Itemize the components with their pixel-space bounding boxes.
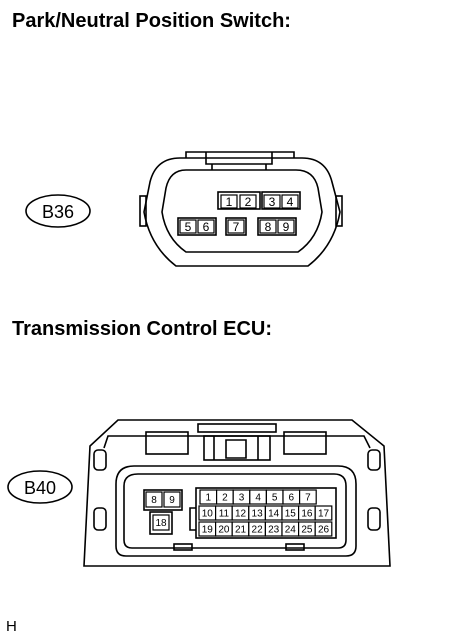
b40-pin-14: 14 [268, 509, 280, 520]
b40-pin-18: 18 [155, 518, 167, 529]
b40-pin-24: 24 [285, 525, 297, 536]
b40-pin-8-cell [145, 491, 163, 508]
b36-right-nub [335, 195, 343, 227]
b36-housing-outer [143, 157, 341, 267]
b40-pin-26-cell [314, 521, 333, 537]
b40-connector [7, 419, 391, 567]
b36-pin-2: 2 [245, 195, 252, 209]
b36-pin-5: 5 [185, 220, 192, 234]
b40-pin-12: 12 [235, 509, 247, 520]
b36-group-top [217, 191, 261, 210]
b36-group-botleft [177, 217, 217, 236]
b40-label: B40 [24, 478, 56, 498]
b40-pin-18-cell [152, 514, 170, 531]
b36-pin-4: 4 [287, 195, 294, 209]
figure-code: H [6, 618, 17, 635]
b36-pin-6: 6 [203, 220, 210, 234]
b36-pin-8: 8 [265, 220, 272, 234]
b40-pin-26: 26 [318, 525, 330, 536]
b40-tab-lock [197, 423, 277, 433]
b40-pin-17: 17 [318, 509, 330, 520]
b40-bottom-notch [173, 543, 193, 551]
b36-pin-3: 3 [269, 195, 276, 209]
b40-left-block [143, 489, 183, 511]
b36-pin-9: 9 [283, 220, 290, 234]
b36-pin-1-cell [220, 194, 238, 209]
b40-left-foot [93, 507, 107, 531]
b36-connector [25, 151, 343, 267]
b36-pin-7: 7 [233, 220, 240, 234]
b40-pin-7: 7 [305, 493, 311, 504]
b40-pin-7-cell [299, 489, 317, 505]
b40-pin-4: 4 [255, 493, 261, 504]
b40-pin-22: 22 [252, 525, 264, 536]
b40-cavity-inner [123, 473, 347, 549]
b36-pin-2-cell [239, 194, 257, 209]
b36-pin-8-cell [259, 219, 277, 234]
b40-pin-16: 16 [301, 509, 313, 520]
b36-pin-6-cell [197, 219, 215, 234]
b36-label-oval [25, 194, 91, 228]
b36-left-nub [139, 195, 147, 227]
b40-pin-9-cell [163, 491, 181, 508]
switch-heading: Park/Neutral Position Switch: [12, 10, 291, 32]
b36-housing-inner [161, 169, 323, 253]
b40-pin-17-cell [314, 505, 333, 521]
b36-pin-4-cell [281, 194, 299, 209]
b36-pin-5-cell [179, 219, 197, 234]
b40-pin-20: 20 [218, 525, 230, 536]
b40-housing-outer [83, 419, 391, 567]
b36-label: B36 [42, 202, 74, 222]
b40-top-ridge [103, 435, 371, 449]
b40-label-oval [7, 470, 73, 504]
b36-pin-7-cell [227, 219, 245, 234]
b36-pin-3-cell [263, 194, 281, 209]
b40-pin-23: 23 [268, 525, 280, 536]
b40-lock-body [203, 435, 271, 461]
b36-pin-9-cell [277, 219, 295, 234]
b40-lock-detail [213, 436, 259, 460]
b40-pin-21: 21 [235, 525, 247, 536]
b40-pin-9: 9 [169, 495, 175, 506]
b40-pin-13: 13 [252, 509, 264, 520]
b40-key [189, 507, 196, 531]
b40-left-ear [93, 449, 107, 471]
b36-latch [185, 151, 295, 170]
b36-pin-1: 1 [226, 195, 233, 209]
b40-pin-8: 8 [151, 495, 157, 506]
b40-left-block-lower [149, 511, 173, 535]
b40-right-ear [367, 449, 381, 471]
b40-pin-6: 6 [289, 493, 295, 504]
b40-pin-1: 1 [206, 493, 212, 504]
b40-right-foot [367, 507, 381, 531]
b40-pin-19: 19 [202, 525, 214, 536]
b40-pin-15: 15 [285, 509, 297, 520]
b40-pin-5: 5 [272, 493, 278, 504]
b40-tab-right [283, 431, 327, 455]
b40-bottom-notch-right [285, 543, 305, 551]
b40-pin-10: 10 [202, 509, 214, 520]
b40-pin-2: 2 [222, 493, 228, 504]
b40-main-block [195, 487, 337, 539]
b36-group-botright [257, 217, 297, 236]
ecu-heading: Transmission Control ECU: [12, 318, 273, 340]
b40-pin-3: 3 [239, 493, 245, 504]
b40-pin-11: 11 [219, 509, 230, 520]
b36-group-botmid [225, 217, 247, 236]
b36-group-topright [261, 191, 301, 210]
b40-tab-left [145, 431, 189, 455]
b40-cavity [115, 465, 357, 557]
b40-pin-25: 25 [301, 525, 313, 536]
